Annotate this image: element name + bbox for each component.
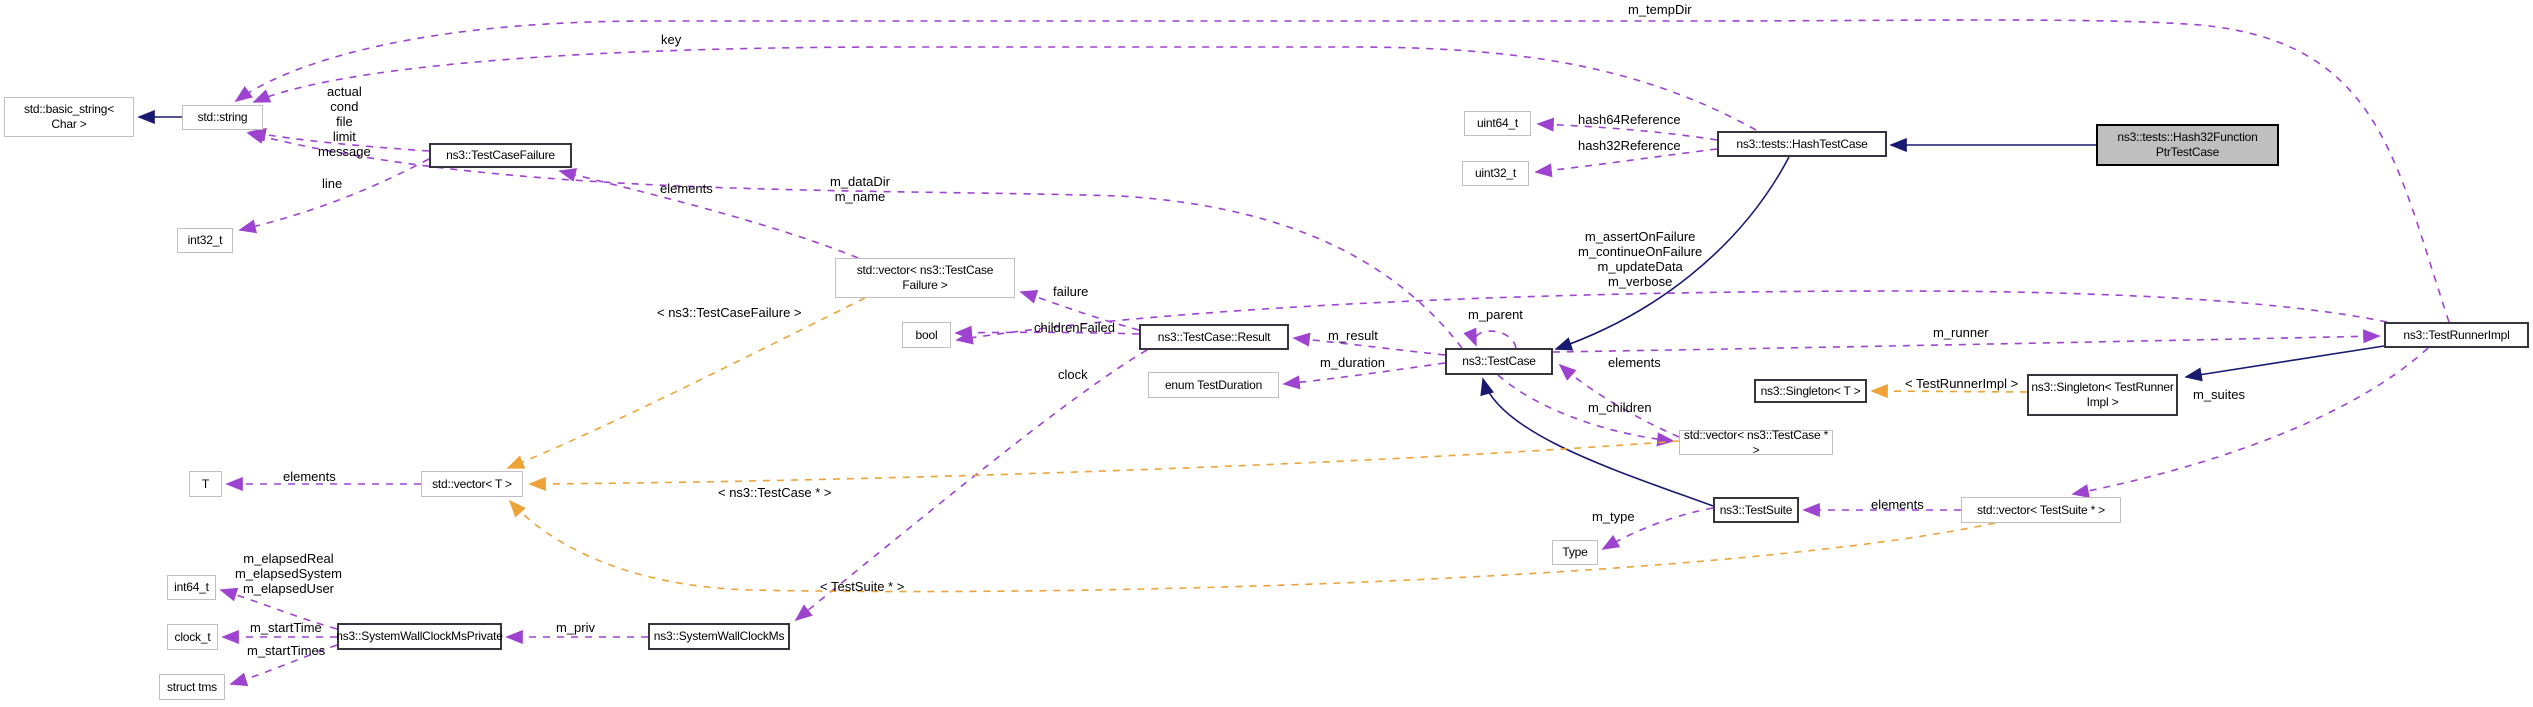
edge-testcase-tri-mrunner xyxy=(1552,329,2381,353)
edge-hash-uint32 xyxy=(1534,148,1718,178)
node-int32-t[interactable]: int32_t xyxy=(177,228,233,253)
edge-tri-string-mtempdir xyxy=(234,19,2450,323)
node-int64-t[interactable]: int64_t xyxy=(167,575,216,600)
edge-label-template-testrunnerimpl: < TestRunnerImpl > xyxy=(1905,376,2019,391)
node-testcase-result[interactable]: ns3::TestCase::Result xyxy=(1139,324,1289,350)
edge-label-m-children: m_children xyxy=(1588,400,1652,415)
edge-hash-string-key xyxy=(252,46,1757,131)
node-singleton-testrunnerimpl[interactable]: ns3::Singleton< TestRunner Impl > xyxy=(2027,374,2178,416)
node-bool[interactable]: bool xyxy=(902,322,951,348)
edge-private-tms-mstarttimes xyxy=(229,644,338,687)
edge-vectcf-tcf-elements xyxy=(558,168,859,259)
node-testcase[interactable]: ns3::TestCase xyxy=(1445,348,1553,375)
node-testrunnerimpl[interactable]: ns3::TestRunnerImpl xyxy=(2384,322,2529,348)
edge-label-clock: clock xyxy=(1058,367,1088,382)
edge-label-m-type: m_type xyxy=(1592,509,1635,524)
edge-label-m-duration: m_duration xyxy=(1320,355,1386,370)
edge-label-failure: failure xyxy=(1053,284,1089,299)
edge-singletontri-singletont xyxy=(1870,384,2028,399)
edge-label-elapsed-times: m_elapsedReal m_elapsedSystem m_elapsedU… xyxy=(235,551,342,596)
edge-testcase-result-mresult xyxy=(1292,332,1446,356)
edge-label-key: key xyxy=(661,32,682,47)
edge-inherit-hashtestcase-testcase xyxy=(1554,156,1790,351)
edge-vectsp-vect xyxy=(508,499,1996,593)
edge-label-m-starttimes: m_startTimes xyxy=(247,643,326,658)
edge-label-elements-tcf: elements xyxy=(660,181,713,196)
edge-label-childrenfailed: childrenFailed xyxy=(1034,320,1115,335)
edge-testcase-self-mparent xyxy=(1463,327,1517,349)
node-uint32-t[interactable]: uint32_t xyxy=(1462,161,1529,186)
node-std-basic-string[interactable]: std::basic_string< Char > xyxy=(4,97,134,137)
node-vector-testcasefailure[interactable]: std::vector< ns3::TestCase Failure > xyxy=(835,258,1015,298)
node-struct-tms[interactable]: struct tms xyxy=(159,674,225,700)
node-testcasefailure[interactable]: ns3::TestCaseFailure xyxy=(429,143,572,168)
edge-vectcp-vect xyxy=(528,440,1680,491)
edge-label-template-testcasefailure: < ns3::TestCaseFailure > xyxy=(657,305,802,320)
edge-label-runner-flags: m_assertOnFailure m_continueOnFailure m_… xyxy=(1578,229,1703,289)
node-vector-t[interactable]: std::vector< T > xyxy=(421,471,523,497)
edge-label-template-testcase-ptr: < ns3::TestCase * > xyxy=(718,485,832,500)
edge-tri-vectsp-msuites xyxy=(2071,347,2429,498)
edge-private-int64-elapsed xyxy=(219,587,338,630)
node-hash32functionptrtestcase-current: ns3::tests::Hash32Function PtrTestCase xyxy=(2096,124,2279,166)
edge-testsuite-type-mtype xyxy=(1601,507,1714,550)
node-testsuite[interactable]: ns3::TestSuite xyxy=(1713,497,1799,523)
node-std-string[interactable]: std::string xyxy=(182,105,263,130)
edge-label-m-tempdir: m_tempDir xyxy=(1628,2,1692,17)
node-vector-testsuite-ptr[interactable]: std::vector< TestSuite * > xyxy=(1961,497,2121,523)
edge-label-template-testsuite-ptr: < TestSuite * > xyxy=(820,579,905,594)
edge-hash-uint64 xyxy=(1536,117,1718,141)
edge-inherit-testsuite-testcase xyxy=(1480,377,1714,507)
edge-label-m-priv: m_priv xyxy=(556,620,596,635)
node-enum-testduration[interactable]: enum TestDuration xyxy=(1148,372,1279,398)
edge-label-m-starttime: m_startTime xyxy=(250,620,322,635)
node-uint64-t[interactable]: uint64_t xyxy=(1464,111,1531,136)
edge-label-m-suites: m_suites xyxy=(2193,387,2246,402)
edge-label-m-runner: m_runner xyxy=(1933,325,1989,340)
node-t[interactable]: T xyxy=(189,471,222,497)
node-clock-t[interactable]: clock_t xyxy=(167,624,218,650)
edge-label-hash64reference: hash64Reference xyxy=(1578,112,1681,127)
edge-result-vectcf-failure xyxy=(1019,290,1140,331)
edge-testcase-vectcp-mchildren xyxy=(1497,374,1675,447)
edge-label-elements-t: elements xyxy=(283,469,336,484)
edge-label-m-datadir: m_dataDir m_name xyxy=(830,174,890,204)
edge-inherit-testrunnerimpl-singleton xyxy=(2184,345,2385,382)
edge-label-line: line xyxy=(322,176,343,191)
edge-vectcf-vect xyxy=(506,297,866,469)
node-type[interactable]: Type xyxy=(1552,540,1598,565)
edge-tcf-int32-line xyxy=(238,158,430,234)
edge-label-tcf-members: actual cond file limit message xyxy=(318,84,371,159)
node-systemwallclockmsprivate[interactable]: ns3::SystemWallClockMsPrivate xyxy=(336,623,503,650)
edge-label-m-parent: m_parent xyxy=(1468,307,1523,322)
edge-testcase-duration-mduration xyxy=(1282,362,1446,390)
node-singleton-t[interactable]: ns3::Singleton< T > xyxy=(1754,379,1867,403)
edge-vectcp-testcase-elements xyxy=(1558,363,1680,438)
node-hashtestcase[interactable]: ns3::tests::HashTestCase xyxy=(1717,131,1887,157)
edge-label-hash32reference: hash32Reference xyxy=(1578,138,1681,153)
edge-tri-bool-flags xyxy=(955,290,2388,345)
node-vector-testcase-ptr[interactable]: std::vector< ns3::TestCase * > xyxy=(1679,428,1833,457)
edge-label-m-result: m_result xyxy=(1328,328,1378,343)
edge-testcase-string-mdatadir xyxy=(246,130,1463,349)
node-systemwallclockms[interactable]: ns3::SystemWallClockMs xyxy=(648,623,790,650)
edge-label-elements-tcp: elements xyxy=(1608,355,1661,370)
edge-label-elements-tsp: elements xyxy=(1871,497,1924,512)
